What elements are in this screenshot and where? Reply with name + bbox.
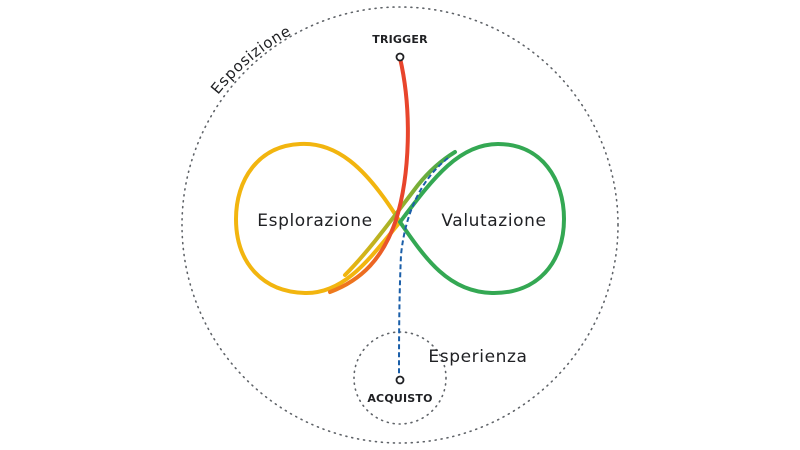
purchase-label: ACQUISTO bbox=[367, 392, 432, 405]
exploration-loop bbox=[233, 141, 402, 296]
exploration-label: Esplorazione bbox=[257, 211, 372, 231]
trigger-label: TRIGGER bbox=[372, 33, 428, 46]
exposure-label: Esposizione bbox=[207, 22, 294, 98]
evaluation-loop bbox=[398, 141, 567, 296]
exposure-boundary bbox=[181, 6, 619, 444]
evaluation-entry-strand bbox=[343, 150, 457, 277]
experience-label: Esperienza bbox=[428, 347, 527, 367]
purchase-node bbox=[395, 375, 405, 385]
trigger-path bbox=[328, 56, 410, 294]
trigger-node bbox=[395, 52, 405, 62]
purchase-path bbox=[398, 157, 449, 381]
evaluation-label: Valutazione bbox=[441, 211, 546, 231]
